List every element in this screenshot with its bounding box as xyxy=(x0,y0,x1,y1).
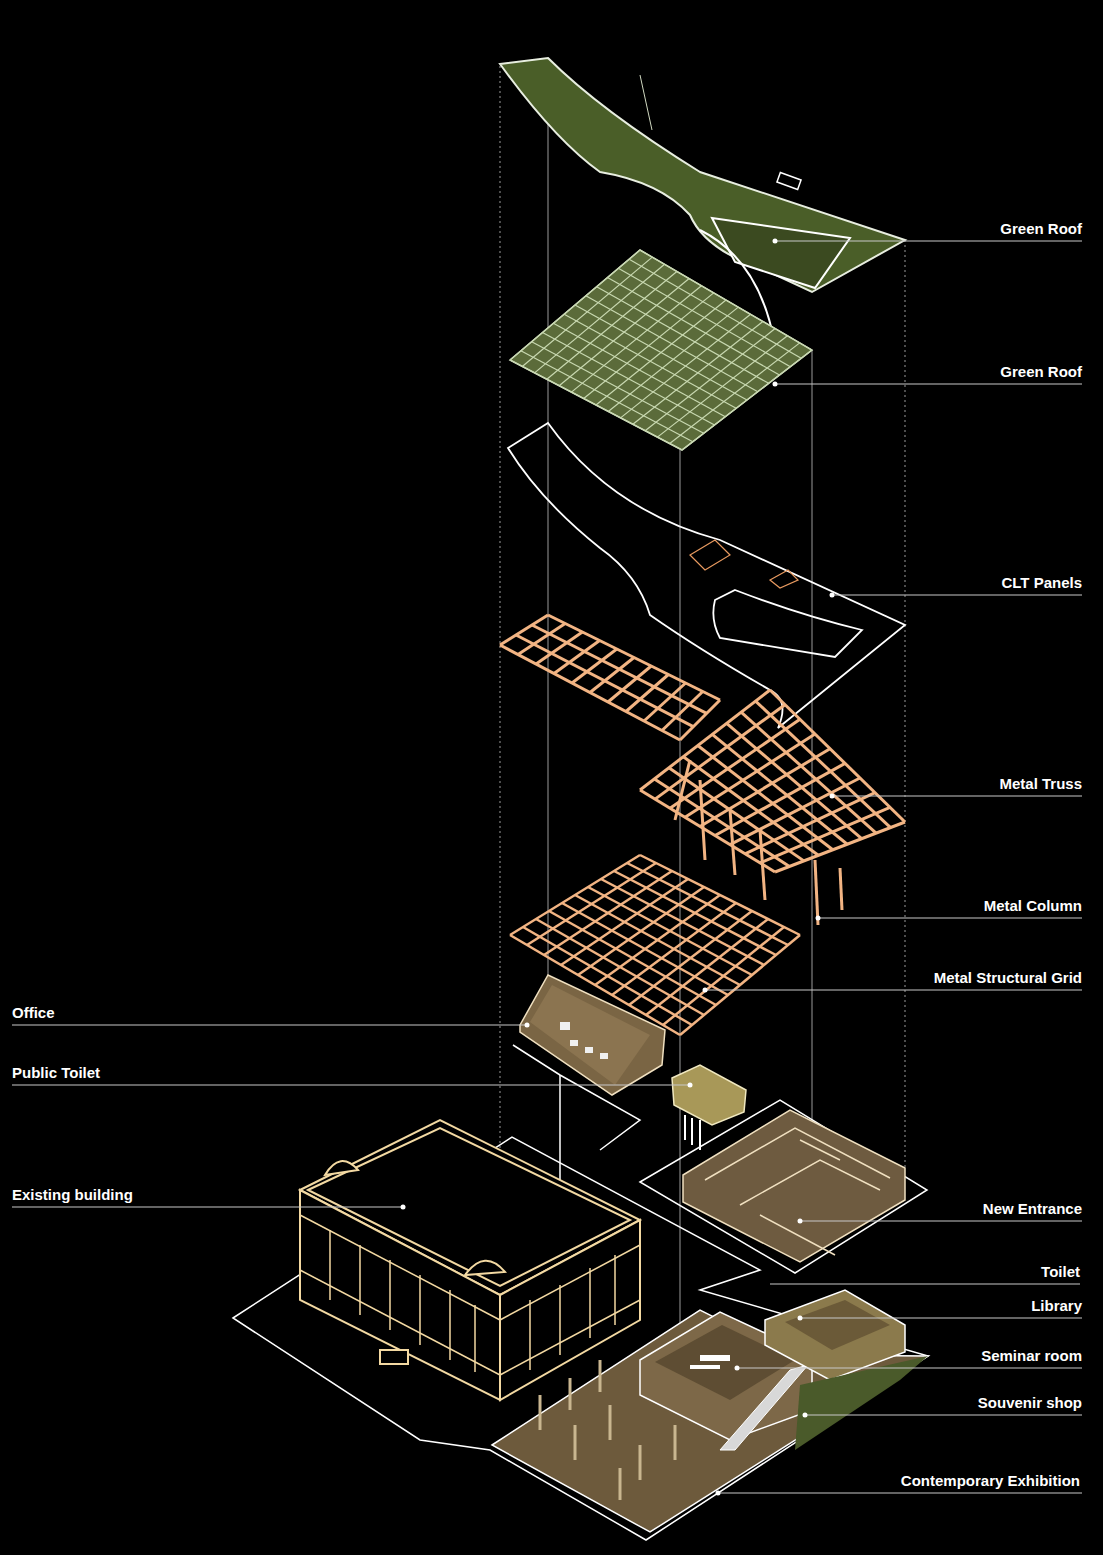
partition-wall xyxy=(599,1360,602,1392)
part-label: Library xyxy=(1029,1297,1084,1315)
partition-wall xyxy=(569,1378,572,1410)
grid-line xyxy=(633,321,763,424)
grid-line xyxy=(730,778,860,845)
part-label: Metal Structural Grid xyxy=(932,969,1084,987)
grid-line xyxy=(770,690,905,822)
grid-line xyxy=(715,763,845,835)
grid-line xyxy=(775,822,905,872)
grid-line xyxy=(670,343,800,444)
part-label: Metal Column xyxy=(982,897,1084,915)
partition-wall xyxy=(539,1395,542,1430)
grid-line xyxy=(621,314,751,418)
grid-line xyxy=(646,919,768,1015)
grid-line xyxy=(535,264,665,373)
grid-line xyxy=(680,935,800,1035)
grid-line xyxy=(500,645,680,740)
partition-wall xyxy=(639,1445,642,1480)
part-label: Office xyxy=(10,1004,57,1022)
grid-line xyxy=(510,855,640,935)
grid-line xyxy=(532,625,707,713)
grid-line xyxy=(682,350,812,450)
grid-line xyxy=(516,635,693,727)
part-label: Seminar room xyxy=(979,1347,1084,1365)
grid-line xyxy=(608,307,738,411)
grid-line xyxy=(584,293,714,399)
grid-line xyxy=(571,286,701,392)
grid-line xyxy=(645,329,775,431)
grid-line xyxy=(663,927,784,1025)
grid-line xyxy=(655,705,785,799)
grid-line xyxy=(547,271,677,379)
part-label: Existing building xyxy=(10,1186,135,1204)
part-label: Souvenir shop xyxy=(976,1394,1084,1412)
part-label: New Entrance xyxy=(981,1200,1084,1218)
grid-line xyxy=(522,257,652,366)
partition-wall xyxy=(674,1425,677,1460)
grid-line xyxy=(756,701,891,827)
partition-wall xyxy=(609,1405,612,1440)
part-label: Green Roof xyxy=(998,220,1084,238)
grid-line xyxy=(559,279,689,386)
grid-line xyxy=(685,734,815,817)
partition-wall xyxy=(619,1468,622,1500)
part-label: Toilet xyxy=(1039,1263,1082,1281)
part-label: Contemporary Exhibition xyxy=(899,1472,1082,1490)
grid-line xyxy=(548,615,720,700)
partition-wall xyxy=(574,1425,577,1460)
grid-line xyxy=(596,300,726,405)
grid-line xyxy=(510,250,640,360)
grid-line xyxy=(700,749,830,827)
part-label: CLT Panels xyxy=(999,574,1084,592)
part-label: Green Roof xyxy=(998,363,1084,381)
part-label: Metal Truss xyxy=(997,775,1084,793)
grid-line xyxy=(657,336,787,437)
part-label: Public Toilet xyxy=(10,1064,102,1082)
